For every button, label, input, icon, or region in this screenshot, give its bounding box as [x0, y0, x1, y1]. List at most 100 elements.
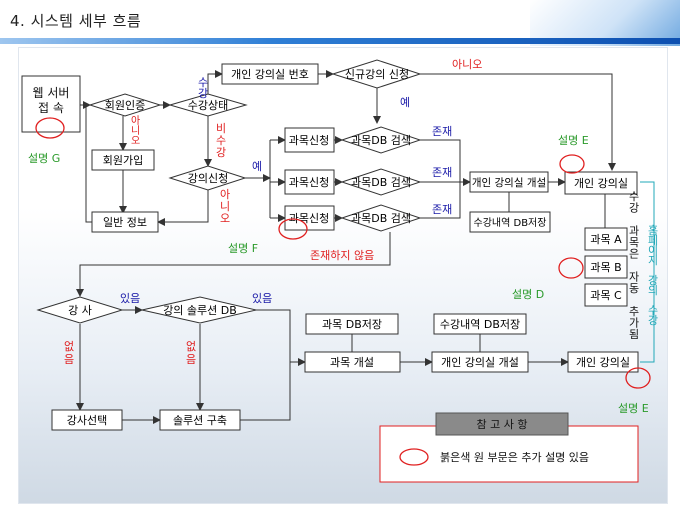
- vertical-char: 가: [629, 317, 639, 330]
- node-open-course: 개인 강의실 번호: [221, 63, 319, 85]
- node-course-status: 수강상태: [168, 93, 248, 117]
- vertical-char: 지: [648, 254, 658, 267]
- marker-d: [558, 257, 584, 279]
- node-solution-build: 솔루션 구축: [159, 409, 241, 431]
- note-f: 설명 F: [228, 242, 258, 255]
- svg-text:과목 C: 과목 C: [590, 289, 622, 302]
- svg-text:과목신청: 과목신청: [289, 212, 329, 225]
- svg-text:과목DB 검색: 과목DB 검색: [351, 212, 411, 225]
- label-not-exist: 존재하지 않음: [310, 248, 374, 262]
- node-info: 일반 정보: [91, 211, 159, 233]
- svg-text:솔루션 구축: 솔루션 구축: [173, 414, 227, 427]
- note-d: 설명 D: [512, 288, 544, 301]
- label-sugang-2: 강: [198, 87, 208, 100]
- svg-text:회원가입: 회원가입: [103, 154, 143, 167]
- vertical-char: 수: [648, 304, 658, 317]
- svg-text:신규강의 신청: 신규강의 신청: [345, 68, 409, 81]
- marker-e1: [559, 154, 585, 174]
- label-sugang-1: 수: [198, 76, 208, 89]
- label-exist-1: 존재: [432, 125, 452, 138]
- svg-text:강사선택: 강사선택: [67, 414, 107, 427]
- vertical-char: 홈: [648, 223, 658, 237]
- auto-add-bracket: [640, 181, 655, 363]
- node-db-search-2: 과목DB 검색: [340, 168, 422, 196]
- connectors: [76, 70, 616, 424]
- vertical-char: 과: [629, 225, 639, 238]
- svg-text:접 속: 접 속: [38, 101, 64, 115]
- node-personal-open-2: 개인 강의실 개설: [431, 351, 529, 373]
- vertical-char: 동: [629, 282, 639, 295]
- node-subject-b: 과목 B: [584, 255, 628, 279]
- node-history-db: 수강내역 DB저장: [469, 211, 551, 233]
- vertical-char: 강: [629, 202, 639, 215]
- node-member-auth: 회원인증: [88, 93, 162, 117]
- label-yes-new-apply: 예: [400, 96, 410, 109]
- svg-text:수강내역 DB저장: 수강내역 DB저장: [474, 217, 547, 229]
- vertical-char: 페: [648, 234, 658, 247]
- svg-text:수강상태: 수강상태: [188, 99, 228, 112]
- node-course-apply: 강의신청: [168, 165, 247, 191]
- svg-text:개인 강의실 개설: 개인 강의실 개설: [441, 356, 519, 369]
- reference-marker: [399, 448, 429, 466]
- vertical-char: 자: [629, 271, 639, 284]
- label-yes-course-apply: 예: [252, 160, 262, 173]
- label-ani-course-apply: 아 니 오: [220, 188, 234, 225]
- vertical-char: 의: [648, 284, 658, 297]
- svg-text:회원인증: 회원인증: [105, 99, 145, 112]
- node-instructor: 강 사: [36, 296, 124, 324]
- svg-text:개인 강의실: 개인 강의실: [576, 356, 630, 369]
- note-e1: 설명 E: [558, 134, 589, 147]
- label-exist-3: 존재: [432, 203, 452, 216]
- node-instructor-select: 강사선택: [51, 409, 123, 431]
- node-subject-apply-2: 과목신청: [284, 169, 335, 195]
- svg-text:과목 A: 과목 A: [590, 233, 622, 246]
- reference-title: 참 고 사 항: [477, 418, 528, 431]
- svg-text:수강내역 DB저장: 수강내역 DB저장: [440, 318, 520, 331]
- label-bisugang: 비 수 강: [216, 122, 230, 159]
- vertical-char: 은: [629, 248, 639, 261]
- label-have-solution: 있음: [252, 292, 272, 305]
- node-personal-open: 개인 강의실 개설: [469, 171, 549, 193]
- node-web-server: 웹 서버 접 속: [21, 75, 81, 133]
- svg-text:강 사: 강 사: [68, 304, 92, 317]
- svg-text:과목신청: 과목신청: [289, 176, 329, 189]
- node-history-db-2: 수강내역 DB저장: [433, 313, 527, 335]
- node-personal-room-1: 개인 강의실: [564, 171, 638, 195]
- vertical-char: 강: [648, 314, 658, 327]
- marker-g: [35, 117, 65, 139]
- header-bar: [0, 38, 680, 44]
- label-none-instructor: 없 음: [64, 340, 78, 366]
- node-db-search-1: 과목DB 검색: [340, 126, 422, 154]
- node-personal-room-2: 개인 강의실: [567, 351, 639, 373]
- svg-text:과목 DB저장: 과목 DB저장: [322, 318, 382, 331]
- node-register: 회원가입: [91, 149, 155, 171]
- explanation-markers: [35, 117, 651, 389]
- note-e2: 설명 E: [618, 402, 649, 415]
- svg-text:과목DB 검색: 과목DB 검색: [351, 176, 411, 189]
- svg-text:웹 서버: 웹 서버: [33, 86, 70, 100]
- svg-text:과목 개설: 과목 개설: [330, 356, 374, 369]
- label-have-instructor: 있음: [120, 292, 140, 305]
- node-db-search-3: 과목DB 검색: [340, 204, 422, 232]
- label-sugang: 수 강: [198, 76, 212, 100]
- node-subject-db-save: 과목 DB저장: [305, 313, 399, 335]
- svg-text:강의신청: 강의신청: [188, 172, 228, 185]
- page-title: 4. 시스템 세부 흐름: [10, 12, 142, 30]
- svg-text:과목 B: 과목 B: [590, 261, 621, 274]
- note-g: 설명 G: [28, 152, 60, 165]
- marker-f: [278, 218, 308, 240]
- svg-text:일반 정보: 일반 정보: [103, 215, 147, 229]
- vertical-char: 목: [629, 236, 639, 249]
- node-subject-apply-3: 과목신청: [284, 205, 335, 231]
- vertical-char: 추: [629, 305, 639, 318]
- label-no-new-apply: 아니오: [452, 58, 482, 71]
- svg-text:강의 솔루션 DB: 강의 솔루션 DB: [163, 304, 237, 317]
- label-exist-2: 존재: [432, 166, 452, 179]
- reference-text: 붉은색 원 부문은 추가 설명 있음: [440, 451, 589, 464]
- label-ani-member: 아 니 오: [131, 115, 143, 147]
- vertical-char: 강: [648, 274, 658, 287]
- node-subject-open: 과목 개설: [304, 351, 401, 373]
